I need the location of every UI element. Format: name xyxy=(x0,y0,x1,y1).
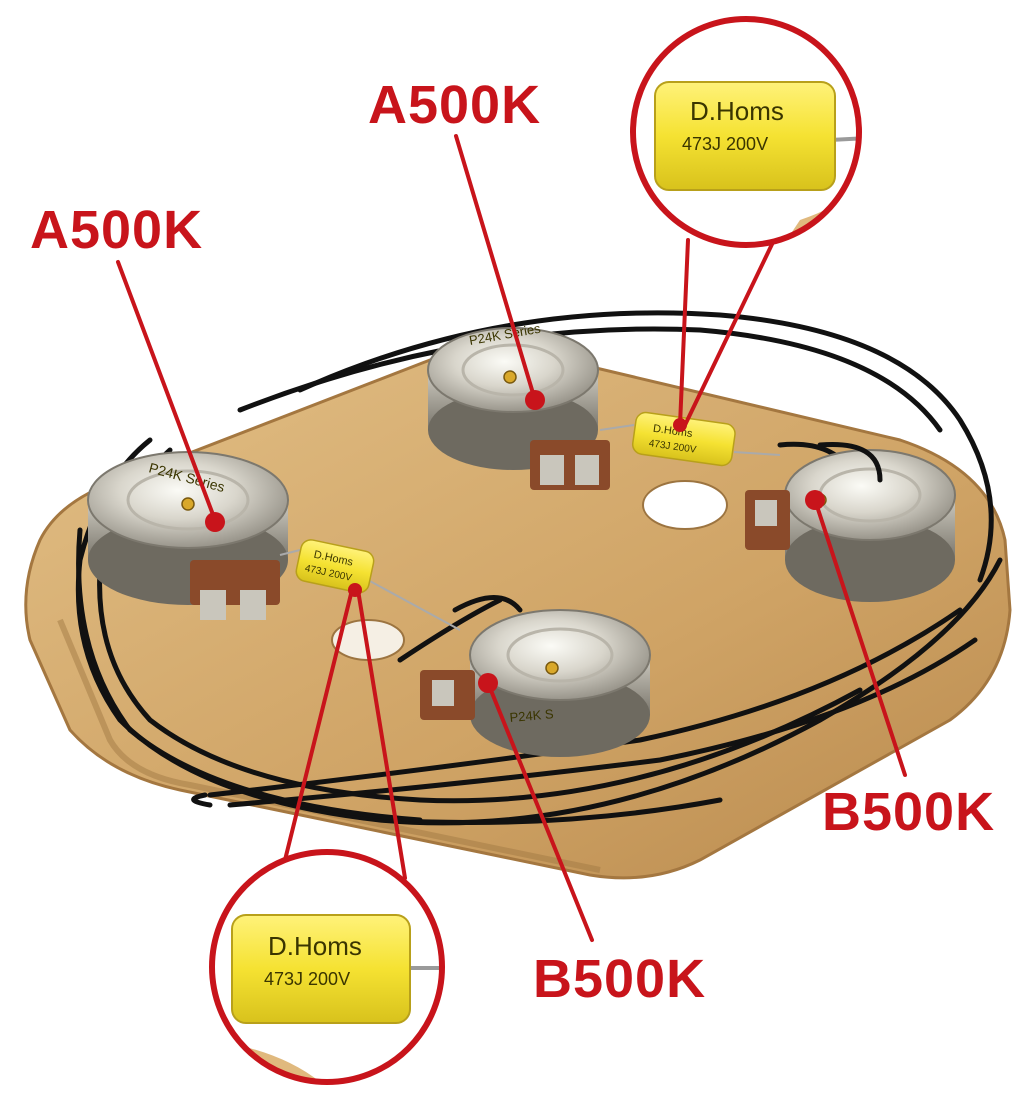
capacitor-zoom-bottom: D.Homs 473J 200V xyxy=(209,849,445,1085)
label-tone-bottom: B500K xyxy=(533,949,707,1009)
wire-front xyxy=(76,441,883,823)
capacitor-zoom-top: D.Homs 473J 200V xyxy=(630,16,862,248)
pot-volume-left: P24K Series xyxy=(87,451,289,620)
zoom-top-brand: D.Homs xyxy=(690,96,784,126)
capacitor-top: D.Homs 473J 200V xyxy=(599,411,781,467)
pot-volume-top: P24K Series xyxy=(427,321,610,490)
label-volume-left: A500K xyxy=(30,200,204,260)
pot-tone-bottom: P24K S xyxy=(420,609,651,757)
zoom-bottom-brand: D.Homs xyxy=(268,931,362,961)
zoom-top-spec: 473J 200V xyxy=(682,134,768,154)
label-volume-top: A500K xyxy=(368,75,542,135)
zoom-bottom-spec: 473J 200V xyxy=(264,969,350,989)
callout-dots xyxy=(205,390,825,693)
label-tone-right: B500K xyxy=(822,782,996,842)
pot-series-text-bottom: P24K S xyxy=(509,706,555,725)
capacitor-left: D.Homs 473J 200V xyxy=(279,539,461,631)
callout-lines xyxy=(116,134,907,942)
